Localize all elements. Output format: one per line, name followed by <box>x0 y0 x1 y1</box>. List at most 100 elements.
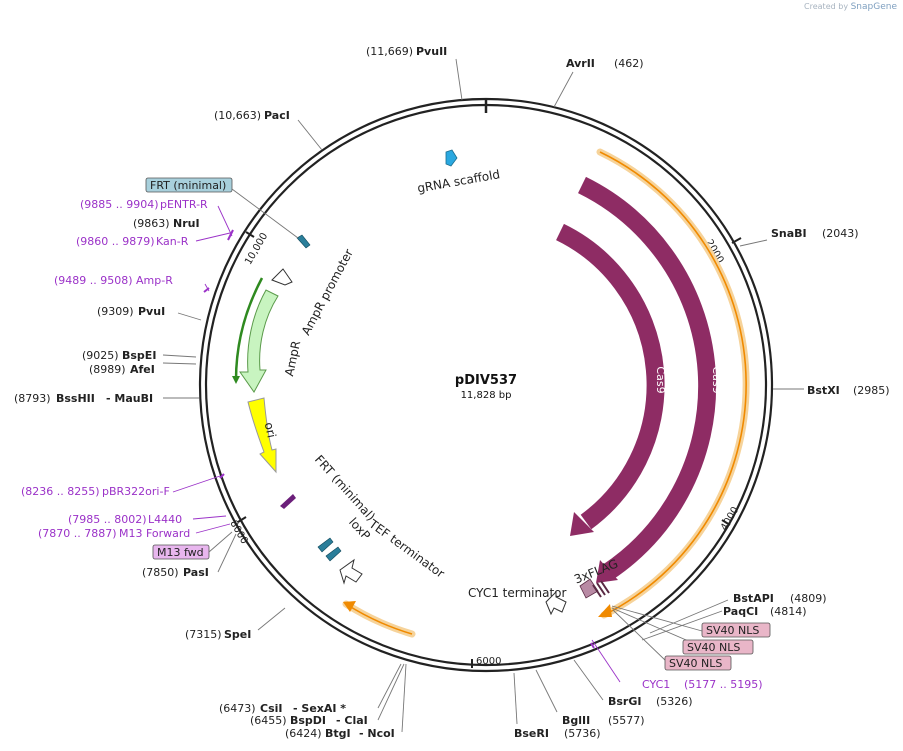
site-spei-pos: (7315) <box>185 628 222 641</box>
site-sexai: - SexAI * <box>293 702 346 715</box>
site-pvui: PvuI <box>138 305 165 318</box>
site-csii: CsiI <box>260 702 282 715</box>
tick-label-10000: 10,000 <box>243 231 270 267</box>
primer-kanr: Kan-R <box>156 235 189 248</box>
plasmid-name: pDIV537 <box>455 373 517 388</box>
site-spei: SpeI <box>224 628 251 641</box>
site-bspei: BspEI <box>122 349 156 362</box>
svg-text:SV40 NLS: SV40 NLS <box>687 641 740 654</box>
site-pasi-pos: (7850) <box>142 566 179 579</box>
site-avrii-pos: (462) <box>614 57 644 70</box>
primer-pbr322-range: (8236 .. 8255) <box>21 485 100 498</box>
sv40-tick-2 <box>596 582 606 596</box>
tef-terminator-label: TEF terminator <box>366 516 447 581</box>
site-bglii: BglII <box>562 714 590 727</box>
site-pvuii-top: PvuII <box>416 45 447 58</box>
pbr322-primer-mark <box>219 473 225 479</box>
loxp-arrow <box>317 537 334 553</box>
site-bsshii: BssHII <box>56 392 95 405</box>
m13-fwd-box: M13 fwd <box>152 544 210 560</box>
site-paqci-pos: (4814) <box>770 605 807 618</box>
site-bstxi-pos: (2985) <box>853 384 890 397</box>
site-snabi: SnaBI <box>771 227 807 240</box>
site-bstapi-pos: (4809) <box>790 592 827 605</box>
tick-label-8000: 8000 <box>227 519 249 547</box>
primer-m13: M13 Forward <box>119 527 190 540</box>
site-pvui-pos: (9309) <box>97 305 134 318</box>
grna-scaffold-arrow <box>445 149 458 167</box>
kanr-primer-mark <box>227 229 234 241</box>
flag-label: 3xFLAG <box>572 556 620 586</box>
primer-cyc1-range: (5177 .. 5195) <box>684 678 763 691</box>
ampr-promoter-arrow <box>271 268 293 286</box>
svg-text:M13 fwd: M13 fwd <box>157 546 204 559</box>
ampr-green-arrowhead <box>232 376 240 384</box>
site-bsshii-pos: (8793) <box>14 392 51 405</box>
site-bstapi: BstAPI <box>733 592 774 605</box>
svg-text:SV40 NLS: SV40 NLS <box>669 657 722 670</box>
primer-cyc1: CYC1 <box>642 678 670 691</box>
site-bspdi-pos: (6455) <box>250 714 287 727</box>
ampr-green-arc <box>234 277 264 381</box>
frt-bottom-label: FRT (minimal) <box>312 452 378 523</box>
plasmid-length: 11,828 bp <box>461 390 512 401</box>
cyc1-primer-mark <box>590 642 595 649</box>
tef-small-arrow <box>325 546 342 562</box>
ampr-promoter-label: AmpR promoter <box>299 247 356 338</box>
site-bspdi: BspDI <box>290 714 326 727</box>
ori-label: ori <box>262 421 279 439</box>
site-bseri-pos: (5736) <box>564 727 601 740</box>
primer-l4440-range: (7985 .. 8002) <box>68 513 147 526</box>
sv40-tick-1 <box>592 584 602 598</box>
scale-ticks <box>237 231 742 668</box>
sv40-tick-3 <box>600 580 610 594</box>
site-bsrgi: BsrGI <box>608 695 641 708</box>
snapgene-credit: Created by SnapGene <box>804 2 897 12</box>
site-bstxi: BstXI <box>807 384 840 397</box>
credit-prefix: Created by <box>804 2 849 11</box>
primer-l4440: L4440 <box>148 513 182 526</box>
ampr-primer-mark <box>203 287 210 293</box>
site-bglii-pos: (5577) <box>608 714 645 727</box>
site-csii-pos: (6473) <box>219 702 256 715</box>
ampr-arrow <box>239 289 279 393</box>
tick-label-6000: 6000 <box>476 656 501 667</box>
site-nrui: NruI <box>173 217 200 230</box>
ampr-label: AmpR <box>282 339 303 377</box>
cas9-outer-label: Cas9 <box>710 366 723 393</box>
primer-kanr-range: (9860 .. 9879) <box>76 235 155 248</box>
primer-pbr322: pBR322ori-F <box>102 485 170 498</box>
sv40-nls-box-3: SV40 NLS <box>664 655 732 671</box>
site-btgi-pos: (6424) <box>285 727 322 740</box>
primer-m13-range: (7870 .. 7887) <box>38 527 117 540</box>
cyc1-terminator-label: CYC1 terminator <box>468 586 567 600</box>
site-snabi-pos: (2043) <box>822 227 859 240</box>
frt-arrow-top <box>296 234 311 249</box>
cas9-outer-arc <box>578 176 717 583</box>
ori-arrow <box>247 397 277 474</box>
cas9-inner-label: Cas9 <box>654 366 667 393</box>
primer-pentr-range: (9885 .. 9904) <box>80 198 159 211</box>
frt-minimal-box: FRT (minimal) <box>145 177 233 193</box>
grna-scaffold-label: gRNA scaffold <box>416 167 501 195</box>
primer-ampr-range: (9489 .. 9508) <box>54 274 133 287</box>
cas9-inner-arc <box>556 223 665 536</box>
site-afei: AfeI <box>130 363 155 376</box>
site-bspei-pos: (9025) <box>82 349 119 362</box>
site-paci-pos: (10,663) <box>214 109 261 122</box>
svg-text:FRT (minimal): FRT (minimal) <box>150 179 226 192</box>
site-paci: PacI <box>264 109 290 122</box>
site-btgi: BtgI <box>325 727 351 740</box>
site-bseri: BseRI <box>514 727 549 740</box>
snapgene-logo: SnapGene <box>850 2 897 12</box>
primer-pentr: pENTR-R <box>160 198 208 211</box>
site-bsrgi-pos: (5326) <box>656 695 693 708</box>
frt-arrow-bottom <box>280 494 296 509</box>
site-leader-lines <box>162 58 804 733</box>
frt-box-leader <box>231 188 299 239</box>
site-ncoi: - NcoI <box>359 727 395 740</box>
site-afei-pos: (8989) <box>89 363 126 376</box>
orange-feature-right <box>596 148 750 619</box>
sv40-nls-box-1: SV40 NLS <box>701 622 771 638</box>
site-paqci: PaqCI <box>723 605 758 618</box>
